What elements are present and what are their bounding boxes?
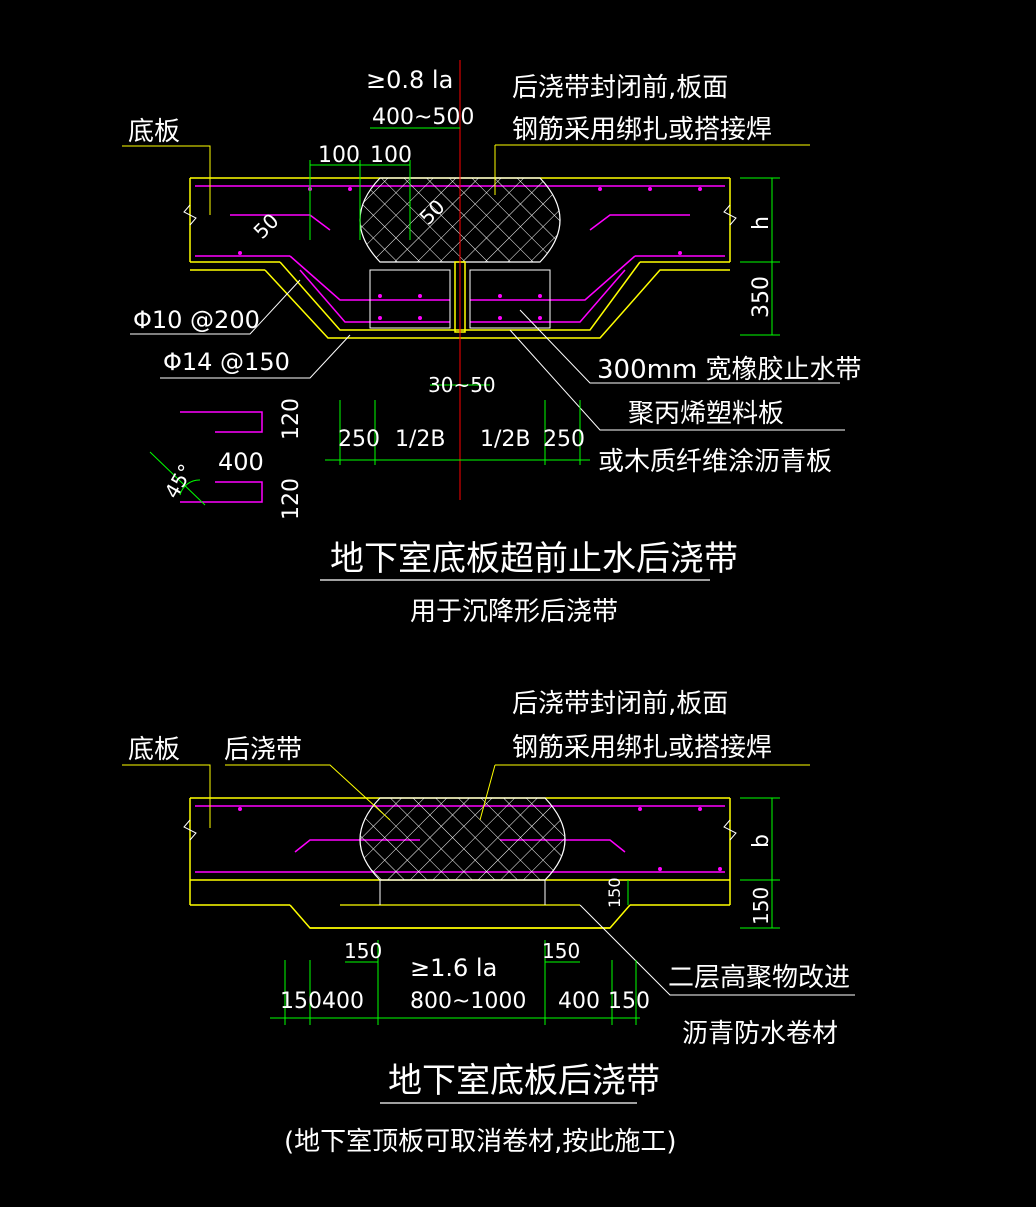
top-dim-50a: 50 xyxy=(249,209,284,244)
key-120a: 120 xyxy=(279,398,304,440)
key-120b: 120 xyxy=(279,478,304,520)
top-dim-30-50: 30~50 xyxy=(428,373,496,397)
top-waterstop: 300mm 宽橡胶止水带 xyxy=(597,355,862,385)
bottom-hatch-zone xyxy=(359,797,566,881)
bottom-dim-width: 800~1000 xyxy=(410,989,526,1014)
bottom-title: 地下室底板后浇带 xyxy=(388,1061,660,1101)
bottom-dim-400-a: 400 xyxy=(322,989,364,1014)
top-dim-350: 350 xyxy=(749,276,774,318)
top-dim-100b: 100 xyxy=(370,143,412,168)
top-dim-h: h xyxy=(749,216,774,230)
bottom-label-slab: 底板 xyxy=(128,735,180,765)
top-dim-lap: ≥0.8 la xyxy=(366,66,453,94)
bottom-dim-lap: ≥1.6 la xyxy=(410,954,497,982)
bottom-dim-150-b: 150 xyxy=(542,939,580,963)
bottom-dim-b: b xyxy=(749,834,774,848)
bottom-dim-400-b: 400 xyxy=(558,989,600,1014)
bottom-note-line1: 后浇带封闭前,板面 xyxy=(512,689,728,719)
bottom-dim-150-c: 150 xyxy=(280,989,322,1014)
top-dim-100a: 100 xyxy=(318,143,360,168)
top-dim-250a: 250 xyxy=(338,427,380,452)
top-label-slab: 底板 xyxy=(128,117,180,147)
top-note-line2: 钢筋采用绑扎或搭接焊 xyxy=(512,115,772,145)
bottom-note-line2: 钢筋采用绑扎或搭接焊 xyxy=(512,733,772,763)
bottom-dim-150-d: 150 xyxy=(608,989,650,1014)
bottom-label-band: 后浇带 xyxy=(224,735,302,765)
top-dim-width: 400~500 xyxy=(372,105,474,130)
top-board2: 或木质纤维涂沥青板 xyxy=(598,447,832,477)
bottom-dim-150-a: 150 xyxy=(344,939,382,963)
bottom-dim-150-right-b: 150 xyxy=(749,887,773,925)
key-400: 400 xyxy=(218,448,264,476)
top-dim-halfB-a: 1/2B xyxy=(395,427,446,452)
top-subtitle: 用于沉降形后浇带 xyxy=(410,597,618,627)
top-detail: 底板 后浇带封闭前,板面 钢筋采用绑扎或搭接焊 ≥0.8 la 400~500 … xyxy=(122,60,862,627)
bottom-membrane2: 沥青防水卷材 xyxy=(682,1019,838,1049)
top-dim-halfB-b: 1/2B xyxy=(480,427,531,452)
top-rebar-2: Φ14 @150 xyxy=(163,348,290,376)
bottom-membrane1: 二层高聚物改进 xyxy=(668,963,850,993)
bottom-subtitle: (地下室顶板可取消卷材,按此施工) xyxy=(284,1127,677,1157)
top-rebar-1: Φ10 @200 xyxy=(133,306,260,334)
top-dim-250b: 250 xyxy=(543,427,585,452)
top-board1: 聚丙烯塑料板 xyxy=(628,399,784,429)
top-title: 地下室底板超前止水后浇带 xyxy=(330,539,738,579)
top-note-line1: 后浇带封闭前,板面 xyxy=(512,73,728,103)
bottom-detail: 底板 后浇带 后浇带封闭前,板面 钢筋采用绑扎或搭接焊 b 150 150 15… xyxy=(122,689,855,1157)
bottom-dim-150-right-a: 150 xyxy=(605,877,624,908)
